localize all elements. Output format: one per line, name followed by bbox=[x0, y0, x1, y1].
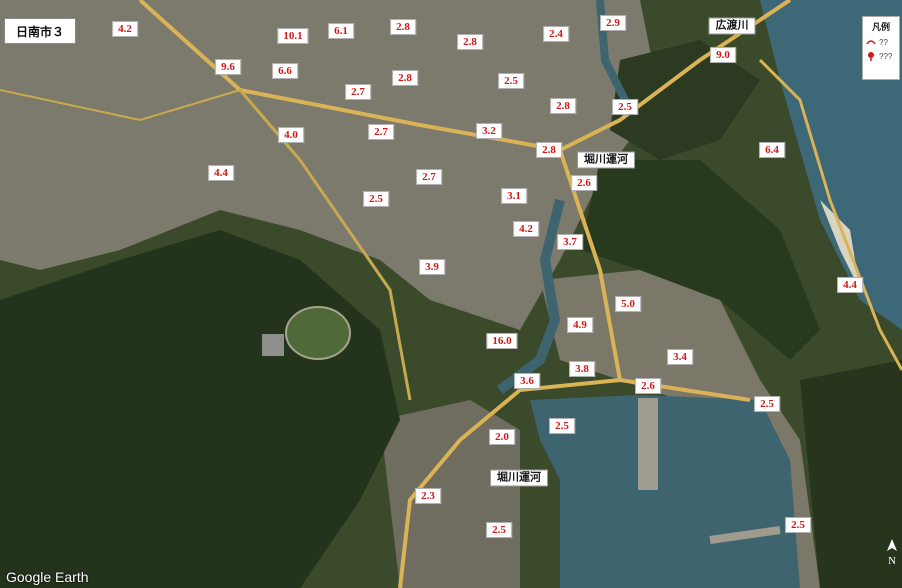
value-label[interactable]: 3.9 bbox=[419, 259, 445, 275]
value-label[interactable]: 3.4 bbox=[667, 349, 693, 365]
legend-label: ?? bbox=[879, 37, 888, 47]
north-label: N bbox=[888, 555, 896, 567]
legend-item: ??? bbox=[866, 51, 899, 61]
value-label[interactable]: 2.8 bbox=[390, 19, 416, 35]
red-pin-icon bbox=[868, 52, 874, 61]
value-label[interactable]: 2.0 bbox=[489, 429, 515, 445]
value-label[interactable]: 3.6 bbox=[514, 373, 540, 389]
value-label[interactable]: 6.4 bbox=[759, 142, 785, 158]
value-label[interactable]: 4.4 bbox=[208, 165, 234, 181]
value-label[interactable]: 4.2 bbox=[513, 221, 539, 237]
red-curve-icon bbox=[866, 40, 876, 45]
value-label[interactable]: 3.2 bbox=[476, 123, 502, 139]
map-title: 日南市３ bbox=[4, 18, 76, 44]
value-label[interactable]: 2.3 bbox=[415, 488, 441, 504]
value-label[interactable]: 2.5 bbox=[785, 517, 811, 533]
value-label[interactable]: 2.5 bbox=[363, 191, 389, 207]
value-label[interactable]: 2.7 bbox=[368, 124, 394, 140]
place-label-horikawa-canal: 堀川運河 bbox=[577, 151, 635, 169]
value-label[interactable]: 2.5 bbox=[498, 73, 524, 89]
value-label[interactable]: 2.9 bbox=[600, 15, 626, 31]
value-label[interactable]: 4.2 bbox=[112, 21, 138, 37]
north-arrow-icon: N bbox=[886, 538, 898, 574]
value-label[interactable]: 4.9 bbox=[567, 317, 593, 333]
legend-title: 凡例 bbox=[871, 22, 890, 32]
value-label[interactable]: 4.4 bbox=[837, 277, 863, 293]
legend: 凡例 ?? ??? bbox=[862, 16, 900, 80]
value-label[interactable]: 2.4 bbox=[543, 26, 569, 42]
place-label-horikawa-canal: 堀川運河 bbox=[490, 469, 548, 487]
legend-label: ??? bbox=[879, 51, 893, 61]
value-label[interactable]: 2.5 bbox=[754, 396, 780, 412]
value-label[interactable]: 2.5 bbox=[486, 522, 512, 538]
value-label[interactable]: 6.1 bbox=[328, 23, 354, 39]
value-label[interactable]: 9.6 bbox=[215, 59, 241, 75]
value-label[interactable]: 2.6 bbox=[571, 175, 597, 191]
value-label[interactable]: 4.0 bbox=[278, 127, 304, 143]
value-label[interactable]: 2.7 bbox=[416, 169, 442, 185]
place-label-hirotogawa: 広渡川 bbox=[708, 17, 756, 35]
value-label[interactable]: 3.1 bbox=[501, 188, 527, 204]
value-label[interactable]: 5.0 bbox=[615, 296, 641, 312]
value-label[interactable]: 10.1 bbox=[277, 28, 309, 44]
value-label[interactable]: 16.0 bbox=[486, 333, 518, 349]
legend-item: ?? bbox=[866, 37, 899, 47]
value-label[interactable]: 2.8 bbox=[457, 34, 483, 50]
value-label[interactable]: 2.5 bbox=[549, 418, 575, 434]
value-label[interactable]: 2.6 bbox=[635, 378, 661, 394]
value-label[interactable]: 2.8 bbox=[536, 142, 562, 158]
value-label[interactable]: 2.7 bbox=[345, 84, 371, 100]
value-label[interactable]: 2.8 bbox=[392, 70, 418, 86]
google-earth-logo: Google Earth bbox=[6, 569, 89, 585]
north-arrow-shape bbox=[887, 539, 897, 551]
value-label[interactable]: 9.0 bbox=[710, 47, 736, 63]
value-label[interactable]: 2.8 bbox=[550, 98, 576, 114]
value-label[interactable]: 6.6 bbox=[272, 63, 298, 79]
value-label[interactable]: 3.8 bbox=[569, 361, 595, 377]
value-label[interactable]: 3.7 bbox=[557, 234, 583, 250]
value-label[interactable]: 2.5 bbox=[612, 99, 638, 115]
